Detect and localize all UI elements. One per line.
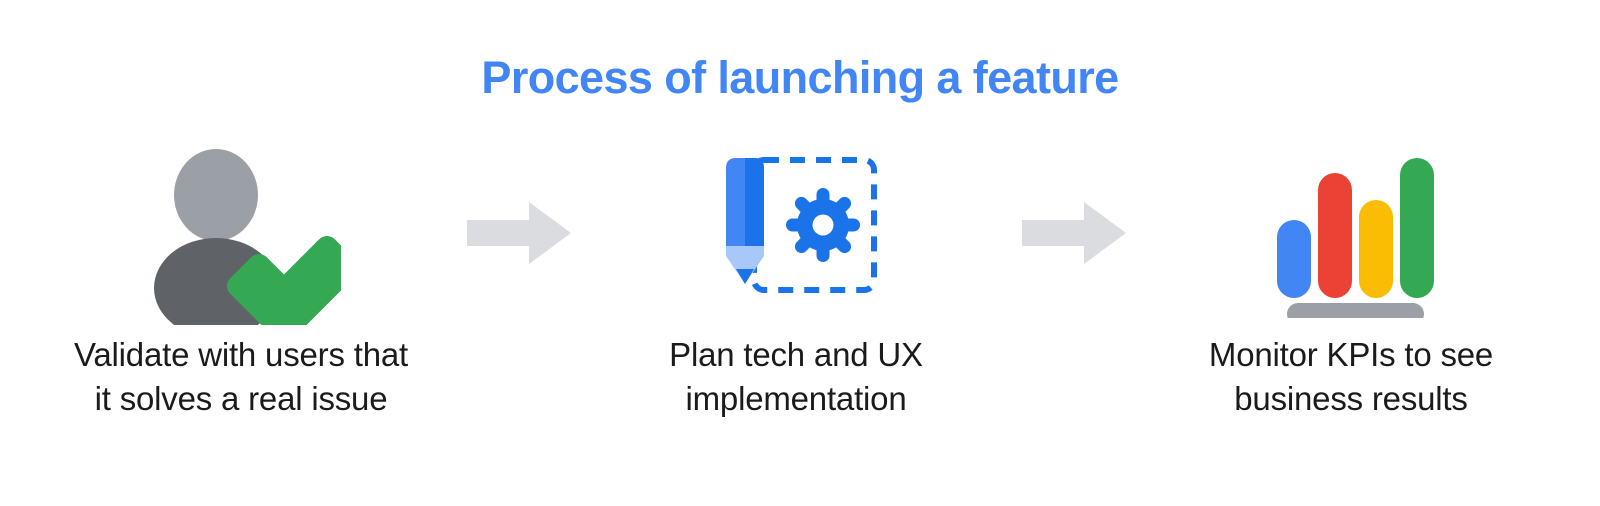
step-caption-monitor: Monitor KPIs to see business results (1208, 336, 1494, 417)
step-icon-wrapper (706, 140, 886, 325)
connector-arrow-2-cell (1011, 140, 1136, 325)
person-head-shape (174, 149, 258, 241)
bar-chart-bar-4 (1399, 157, 1434, 298)
arrow-right-icon (1021, 201, 1126, 264)
bar-chart-bar-1 (1276, 219, 1311, 298)
pencil-body-highlight-shape (745, 158, 764, 246)
gear-icon (786, 188, 860, 262)
process-step-validate: Validate with users that it solves a rea… (26, 140, 456, 421)
connector-arrow-1-cell (456, 140, 581, 325)
step-icon-wrapper (1269, 140, 1434, 325)
bar-chart-bar-2 (1317, 172, 1352, 298)
step-caption-validate: Validate with users that it solves a rea… (74, 336, 408, 417)
step-icon-wrapper (141, 140, 341, 325)
pencil-tip-shape (736, 269, 754, 284)
pencil-collar-shape (726, 246, 764, 284)
process-step-monitor: Monitor KPIs to see business results (1136, 140, 1566, 421)
arrow-right-shape (1021, 201, 1126, 264)
pencil-gear-dashed-frame-icon (706, 140, 886, 325)
bar-chart-bar-3 (1358, 199, 1393, 298)
bar-chart-baseline (1286, 302, 1424, 318)
check-mark-icon (227, 236, 341, 325)
bar-chart-icon (1269, 148, 1434, 318)
page-title: Process of launching a feature (481, 52, 1119, 103)
person-check-icon (141, 140, 341, 325)
arrow-right-icon (466, 201, 571, 264)
step-caption-plan: Plan tech and UX implementation (669, 336, 923, 417)
dashed-frame-shape (751, 157, 877, 293)
arrow-right-shape (466, 201, 571, 264)
process-step-plan: Plan tech and UX implementation (581, 140, 1011, 421)
process-steps-row: Validate with users that it solves a rea… (0, 140, 1600, 470)
